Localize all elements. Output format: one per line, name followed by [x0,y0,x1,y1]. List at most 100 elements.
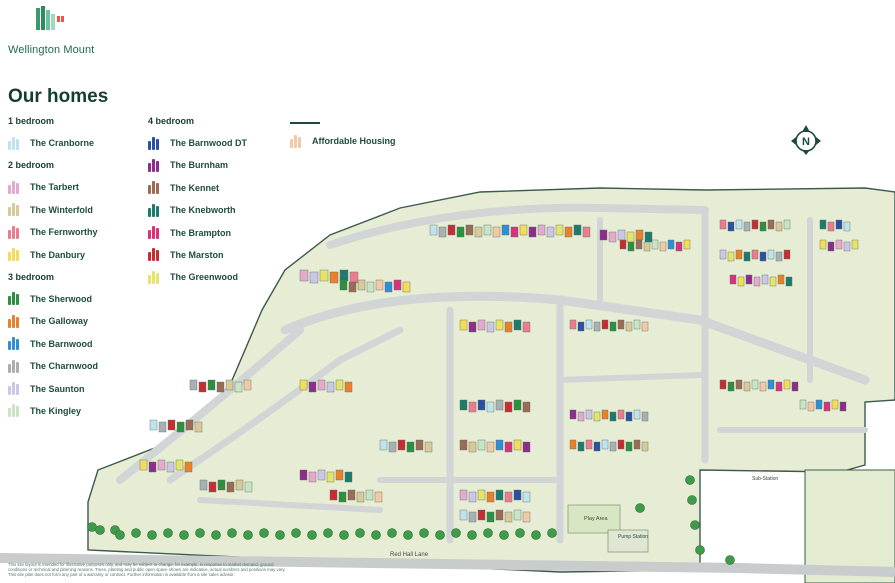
plot-99[interactable] [633,319,641,330]
plot-115[interactable] [831,399,839,410]
plot-22[interactable] [626,231,635,243]
plot-75[interactable] [339,279,348,291]
site-plan-map[interactable]: Red Hall Lane Play Area Pump Station Sub… [0,180,895,583]
plot-152[interactable] [641,441,649,452]
plot-102[interactable] [727,381,735,392]
plot-134[interactable] [577,411,585,422]
plot-126[interactable] [468,441,477,453]
plot-80[interactable] [384,281,393,293]
plot-72[interactable] [329,271,339,284]
plot-60[interactable] [819,219,827,230]
plot-108[interactable] [775,381,783,392]
plot-112[interactable] [807,401,815,412]
plot-86[interactable] [486,321,495,333]
plot-110[interactable] [791,381,799,392]
plot-154[interactable] [388,441,397,453]
plot-201[interactable] [374,491,383,503]
plot-20[interactable] [608,231,617,243]
legend-item-kennet[interactable]: The Kennet [148,181,247,195]
play-area[interactable] [567,504,621,534]
plot-89[interactable] [513,319,522,331]
plot-49[interactable] [767,249,775,260]
legend-item-affordable-housing[interactable]: Affordable Housing [290,134,396,148]
legend-item-burnham[interactable]: The Burnham [148,158,247,172]
plot-117[interactable] [459,399,468,411]
legend-item-cranborne[interactable]: The Cranborne [8,136,98,150]
plot-130[interactable] [504,441,513,453]
plot-87[interactable] [495,319,504,331]
legend-item-marston[interactable]: The Marston [148,248,247,262]
plot-88[interactable] [504,321,513,333]
plot-207[interactable] [504,491,513,503]
plot-139[interactable] [617,409,625,420]
legend-item-barnwood-dt[interactable]: The Barnwood DT [148,136,247,150]
plot-185[interactable] [208,481,217,493]
plot-15[interactable] [555,224,564,236]
plot-137[interactable] [601,409,609,420]
legend-item-tarbert[interactable]: The Tarbert [8,180,98,194]
plot-104[interactable] [743,381,751,392]
plot-131[interactable] [513,439,522,451]
plot-150[interactable] [625,441,633,452]
plot-73[interactable] [339,269,349,282]
plot-163[interactable] [335,379,344,391]
plot-101[interactable] [719,379,727,390]
plot-143[interactable] [569,439,577,450]
plot-165[interactable] [189,379,198,391]
plot-58[interactable] [777,274,785,285]
plot-206[interactable] [495,489,504,501]
plot-196[interactable] [329,489,338,501]
plot-103[interactable] [735,379,743,390]
plot-170[interactable] [234,381,243,393]
plot-190[interactable] [299,469,308,481]
plot-181[interactable] [166,461,175,473]
plot-193[interactable] [326,471,335,483]
plot-50[interactable] [775,251,783,262]
plot-39[interactable] [759,221,767,232]
plot-48[interactable] [759,251,767,262]
plot-26[interactable] [627,241,635,252]
plot-128[interactable] [486,441,495,453]
legend-item-charnwood[interactable]: The Charnwood [8,359,98,373]
plot-31[interactable] [667,239,675,250]
plot-78[interactable] [366,281,375,293]
plot-153[interactable] [379,439,388,451]
plot-40[interactable] [767,219,775,230]
plot-92[interactable] [577,321,585,332]
plot-17[interactable] [573,224,582,236]
plot-187[interactable] [226,481,235,493]
plot-2[interactable] [438,226,447,238]
plot-28[interactable] [643,241,651,252]
plot-204[interactable] [477,489,486,501]
plot-56[interactable] [761,274,769,285]
plot-157[interactable] [415,439,424,451]
plot-166[interactable] [198,381,207,393]
plot-42[interactable] [783,219,791,230]
plot-67[interactable] [843,241,851,252]
plot-34[interactable] [719,219,727,230]
plot-74[interactable] [349,271,359,284]
plot-70[interactable] [309,271,319,284]
plot-175[interactable] [176,421,185,433]
plot-212[interactable] [477,509,486,521]
plot-144[interactable] [577,441,585,452]
plot-215[interactable] [504,511,513,523]
plot-169[interactable] [225,379,234,391]
plot-106[interactable] [759,381,767,392]
plot-116[interactable] [839,401,847,412]
plot-12[interactable] [528,226,537,238]
legend-item-saunton[interactable]: The Saunton [8,382,98,396]
plot-9[interactable] [501,224,510,236]
plot-172[interactable] [149,419,158,431]
plot-118[interactable] [468,401,477,413]
plot-191[interactable] [308,471,317,483]
plot-91[interactable] [569,319,577,330]
plot-10[interactable] [510,226,519,238]
plot-65[interactable] [827,241,835,252]
plot-96[interactable] [609,321,617,332]
plot-69[interactable] [299,269,309,282]
plot-214[interactable] [495,509,504,521]
plot-77[interactable] [357,279,366,291]
plot-171[interactable] [243,379,252,391]
plot-109[interactable] [783,379,791,390]
